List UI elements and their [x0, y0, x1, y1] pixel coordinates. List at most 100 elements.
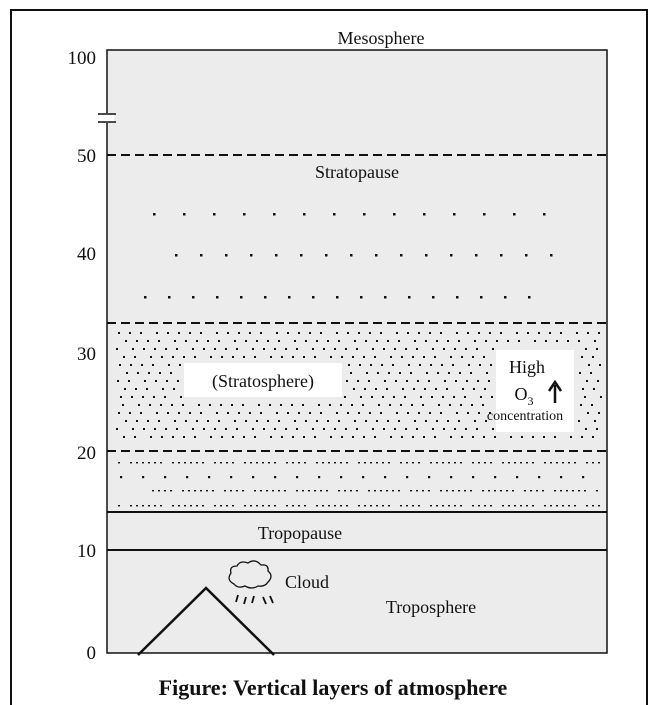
dot	[447, 420, 449, 422]
particle-dots	[116, 213, 602, 507]
dot	[172, 505, 174, 507]
dot	[412, 462, 414, 464]
dot	[412, 356, 414, 358]
dot	[410, 490, 412, 492]
dot	[408, 364, 410, 366]
dot	[566, 490, 568, 492]
dot	[467, 412, 469, 414]
dot	[316, 420, 318, 422]
dot	[184, 462, 186, 464]
dot	[274, 505, 276, 507]
dot	[360, 296, 363, 299]
dot	[480, 396, 482, 398]
dot	[504, 296, 507, 299]
dot	[288, 296, 291, 299]
dot	[330, 436, 332, 438]
dot	[500, 254, 503, 257]
dot	[296, 476, 299, 479]
dot	[471, 404, 473, 406]
axis-break-gap	[100, 113, 114, 123]
dot	[346, 505, 348, 507]
dot	[303, 356, 305, 358]
dot	[386, 490, 388, 492]
dot	[545, 340, 547, 342]
dot	[402, 388, 404, 390]
dot	[161, 436, 163, 438]
dot	[458, 340, 460, 342]
dot	[208, 476, 211, 479]
dot	[437, 372, 439, 374]
stratopause-label: Stratopause	[315, 162, 399, 182]
dot	[404, 396, 406, 398]
dot	[170, 372, 172, 374]
dot	[377, 372, 379, 374]
dot	[142, 505, 144, 507]
dot	[528, 296, 531, 299]
dot	[281, 356, 283, 358]
dot	[302, 404, 304, 406]
dot	[164, 396, 166, 398]
dot	[250, 462, 252, 464]
stratosphere-label: (Stratosphere)	[212, 371, 314, 392]
dot	[200, 490, 202, 492]
dot	[176, 428, 178, 430]
dot	[262, 462, 264, 464]
dot	[254, 436, 256, 438]
dot	[220, 462, 222, 464]
dot	[459, 372, 461, 374]
dot	[587, 412, 589, 414]
dot	[183, 213, 186, 216]
dot	[172, 436, 174, 438]
dot	[598, 412, 600, 414]
troposphere-label: Troposphere	[386, 597, 476, 617]
dot	[550, 505, 552, 507]
dot	[158, 420, 160, 422]
dot	[284, 490, 286, 492]
dot	[224, 490, 226, 492]
dot	[390, 436, 392, 438]
dot	[143, 348, 145, 350]
dot	[536, 490, 538, 492]
dot	[480, 296, 483, 299]
dot	[154, 428, 156, 430]
dot	[175, 254, 178, 257]
dot	[226, 505, 228, 507]
dot	[312, 428, 314, 430]
y-tick-30: 30	[77, 344, 96, 365]
dot	[122, 404, 124, 406]
dot	[416, 348, 418, 350]
dot	[598, 462, 600, 464]
dot	[494, 476, 497, 479]
dot	[453, 213, 456, 216]
dot	[340, 505, 342, 507]
dot	[455, 380, 457, 382]
dot	[249, 332, 251, 334]
dot	[527, 332, 529, 334]
dot	[419, 364, 421, 366]
dot	[532, 462, 534, 464]
dot	[484, 462, 486, 464]
dot	[350, 490, 352, 492]
dot	[408, 296, 411, 299]
dot	[422, 404, 424, 406]
dot	[438, 404, 440, 406]
dot	[544, 505, 546, 507]
dot	[368, 490, 370, 492]
dot	[216, 412, 218, 414]
dot	[416, 490, 418, 492]
dot	[300, 254, 303, 257]
dot	[449, 404, 451, 406]
dot	[227, 412, 229, 414]
dot	[376, 420, 378, 422]
dot	[320, 490, 322, 492]
dot	[365, 340, 367, 342]
dot	[214, 428, 216, 430]
dot	[142, 476, 145, 479]
dot	[230, 490, 232, 492]
y-tick-50: 50	[77, 146, 96, 167]
dot	[422, 490, 424, 492]
dot	[478, 462, 480, 464]
dot	[292, 436, 294, 438]
dot	[396, 332, 398, 334]
dot	[432, 428, 434, 430]
